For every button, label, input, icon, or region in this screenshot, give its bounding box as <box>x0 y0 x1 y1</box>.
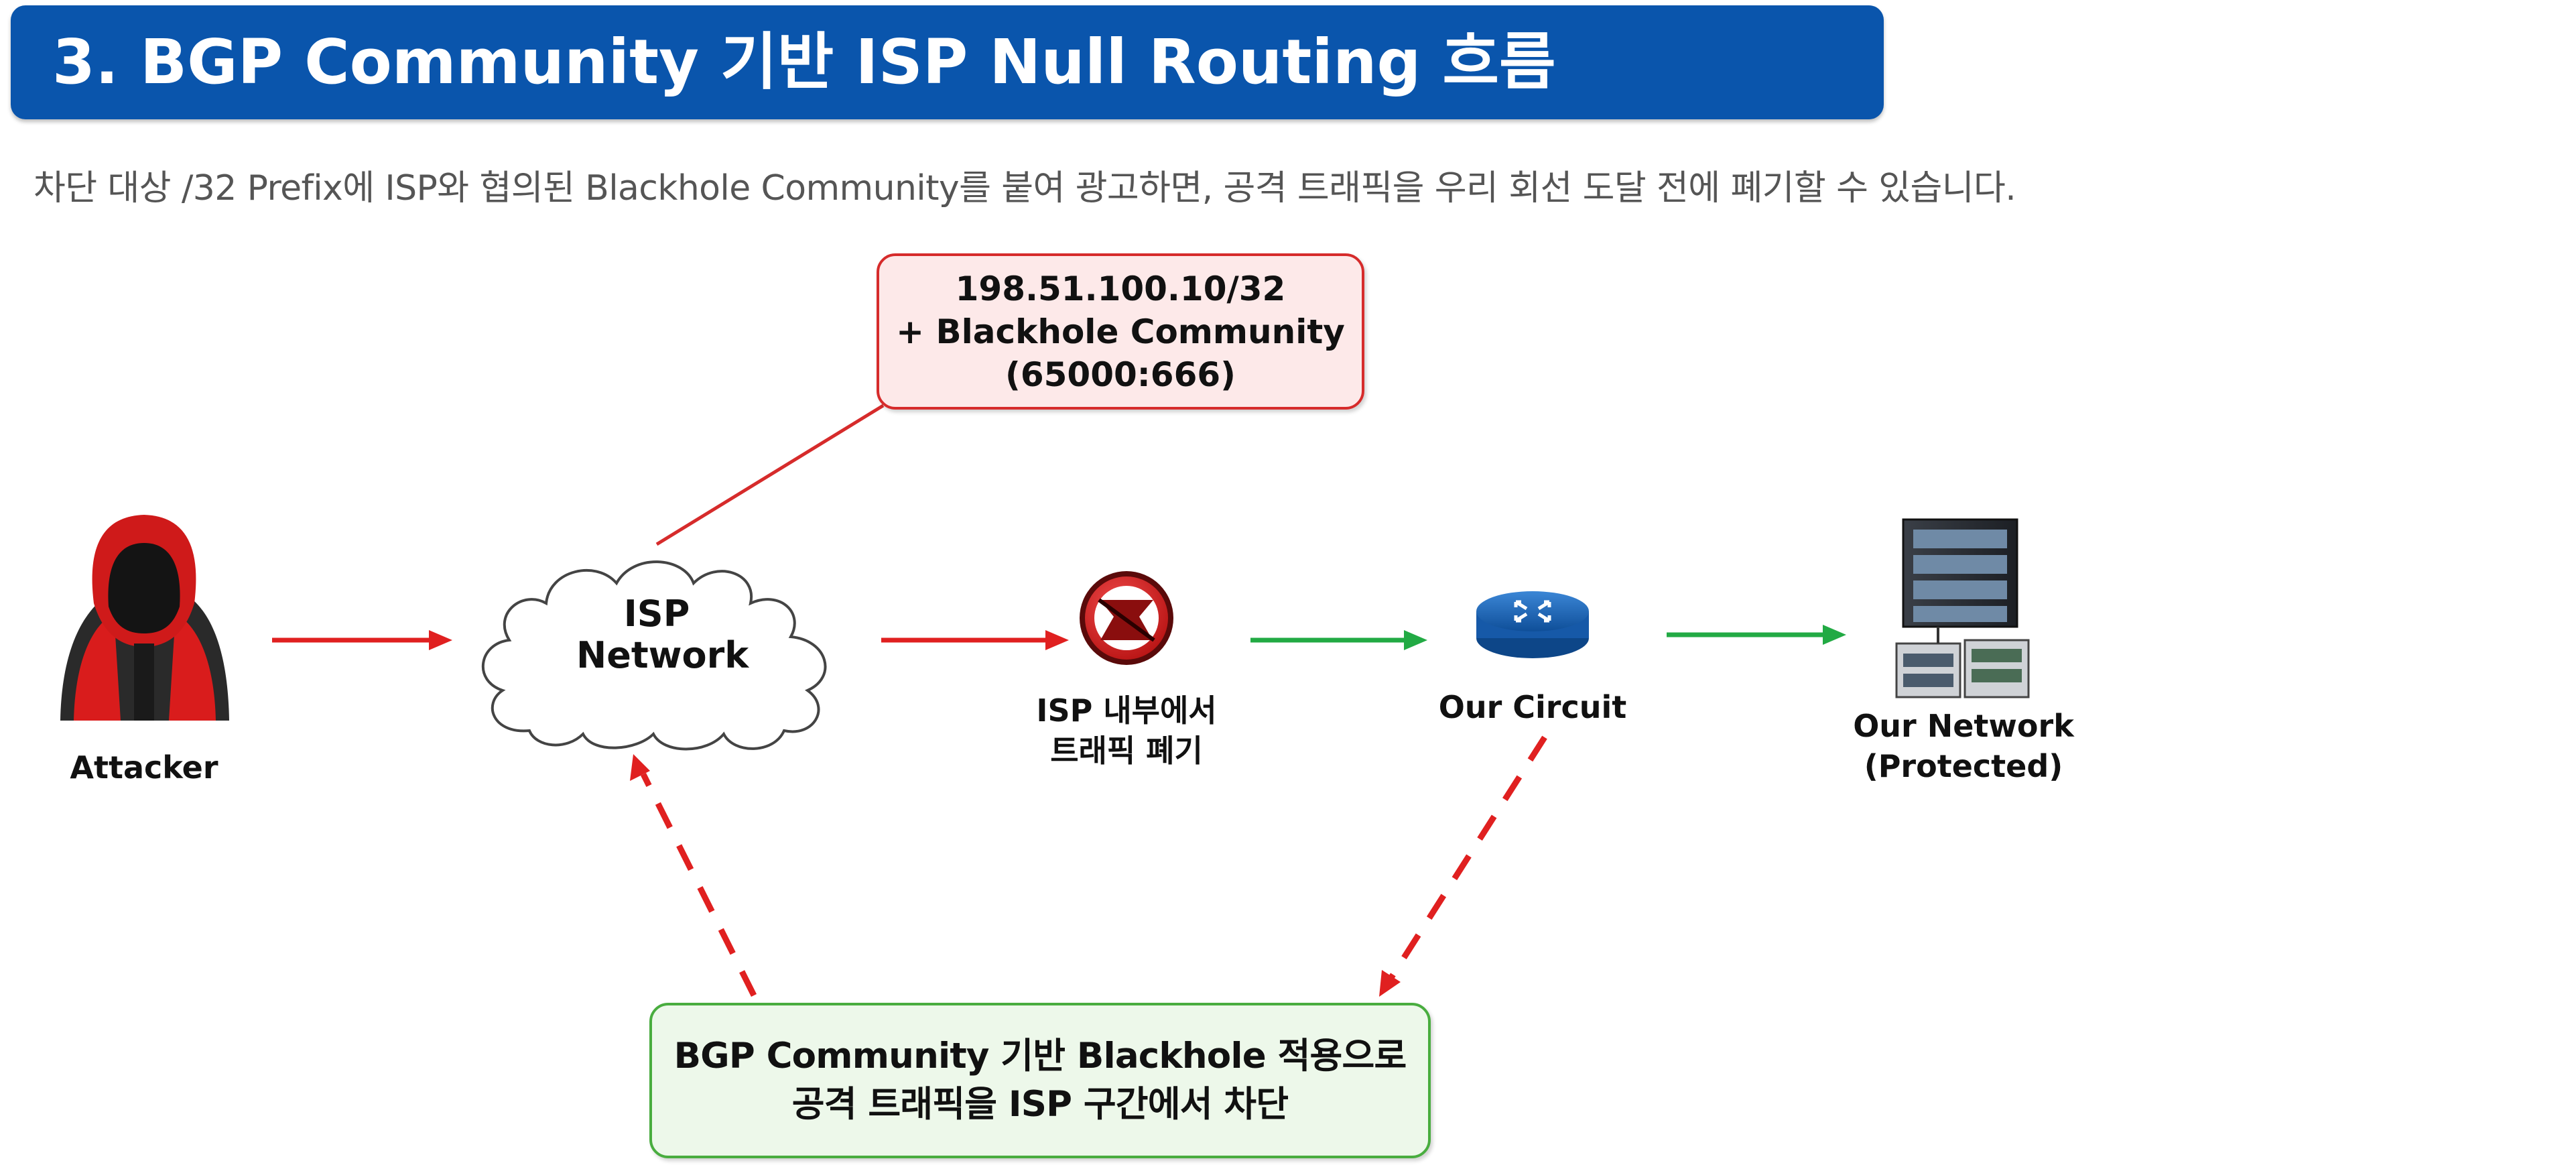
result-line-1: BGP Community 기반 Blackhole 적용으로 <box>673 1036 1407 1077</box>
router-icon <box>1476 591 1589 658</box>
isp-drop-label-line2: 트래픽 폐기 <box>1050 733 1203 769</box>
community-label: + Blackhole Community <box>896 312 1345 351</box>
page-subtitle: 차단 대상 /32 Prefix에 ISP와 협의된 Blackhole Com… <box>34 168 2016 208</box>
prefix-text: 198.51.100.10/32 <box>955 269 1286 308</box>
isp-drop-label-line1: ISP 내부에서 <box>1036 692 1217 729</box>
our-circuit-label: Our Circuit <box>1438 689 1627 725</box>
attack-arrow-attacker-to-isp <box>272 630 452 650</box>
callout-connector-line <box>655 404 885 546</box>
blackhole-result-callout: BGP Community 기반 Blackhole 적용으로 공격 트래픽을 … <box>649 1003 1431 1158</box>
attacker-label: Attacker <box>70 749 218 786</box>
our-network-label-line1: Our Network <box>1853 708 2074 744</box>
our-network-label-line2: (Protected) <box>1864 748 2063 784</box>
result-line-2: 공격 트래픽을 ISP 구간에서 차단 <box>791 1084 1289 1125</box>
isp-drop-label: ISP 내부에서 트래픽 폐기 <box>1026 690 1227 771</box>
clean-arrow-circuit-to-network <box>1667 625 1846 645</box>
community-value: (65000:666) <box>1005 355 1236 394</box>
isp-network-label: ISP Network <box>576 593 749 676</box>
server-rack-icon <box>1895 518 2030 698</box>
blackhole-prefix-callout: 198.51.100.10/32 + Blackhole Community (… <box>877 253 1364 410</box>
dashed-arrow-circuit-to-callout <box>1379 735 1547 997</box>
cloud-icon <box>481 560 827 751</box>
dashed-arrow-callout-to-cloud <box>630 754 757 997</box>
isp-network-label-line1: ISP <box>623 593 690 635</box>
title-bar <box>11 5 1884 119</box>
attack-arrow-isp-to-drop <box>881 630 1069 650</box>
clean-arrow-drop-to-circuit <box>1250 630 1427 650</box>
blocked-traffic-icon <box>1080 571 1173 665</box>
hooded-attacker-icon <box>60 515 229 721</box>
page-title: 3. BGP Community 기반 ISP Null Routing 흐름 <box>52 26 1556 98</box>
our-network-label: Our Network (Protected) <box>1850 706 2077 786</box>
isp-network-label-line2: Network <box>576 634 749 676</box>
